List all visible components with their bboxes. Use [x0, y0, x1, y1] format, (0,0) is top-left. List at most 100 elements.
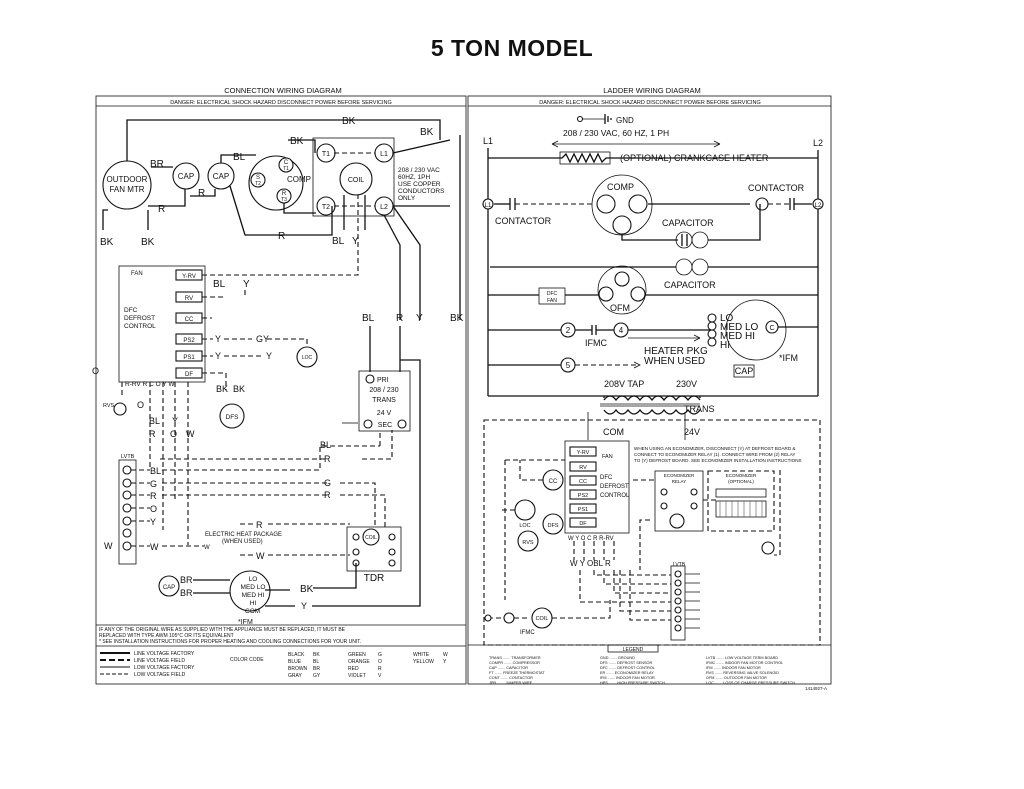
comp-term-t2: T2 — [255, 181, 261, 187]
supply-line-4: CONDUCTORS — [398, 188, 445, 195]
ladder-dfc-cc: CC — [579, 479, 587, 485]
ifm-motor — [229, 570, 271, 612]
color-green: GREEN — [348, 652, 366, 658]
color-v: V — [378, 673, 382, 679]
com-label: COM — [603, 427, 624, 437]
dfc-label-1: DFC — [124, 307, 138, 314]
ladder-ifm-cap: CAP — [735, 366, 754, 376]
wire-r-field-2: R — [324, 454, 331, 464]
ladder-supply: 208 / 230 VAC, 60 HZ, 1 PH — [563, 128, 669, 138]
wire-r-comp: R — [278, 231, 285, 242]
wire-y-dfc-2: Y — [172, 416, 178, 426]
dfc-term-yrv: Y-RV — [182, 274, 196, 280]
wire-y-ps1: Y — [215, 351, 221, 361]
legend-r-3-0: FT ....... FREEZE THERMOSTAT — [489, 671, 545, 675]
ladder-ifm-lo: LO — [720, 313, 734, 324]
part-number: 1414927-A — [805, 686, 827, 691]
contactor-coil — [339, 162, 373, 196]
legend-r-1-0: COMPR ....... COMPRESSOR — [489, 661, 540, 665]
comp-term-r: R — [282, 191, 287, 197]
legend-r-5-0: JPR ....... JUMPER WIRE — [489, 681, 533, 685]
ifm-node-4: 4 — [619, 326, 624, 335]
comp-term-c: C — [284, 160, 289, 166]
dfc-fan-label-2: FAN — [547, 298, 557, 304]
econ-relay-1: ECONOMIZER — [664, 473, 695, 478]
ladder-dfc-bottom: W Y O C R R-RV — [568, 536, 614, 542]
lvtb-r: R — [150, 491, 157, 501]
tdr-relay — [346, 526, 402, 572]
wire-r-cap: R — [198, 188, 205, 199]
legend-r-5-1: HPS ....... HIGH PRESSURE SWITCH — [600, 681, 665, 685]
comp-term-t1: T1 — [283, 166, 289, 172]
ladder-loc — [514, 499, 536, 521]
contactor-t1: T1 — [322, 151, 330, 158]
color-yellow: YELLOW — [413, 659, 434, 665]
capacitor-2-label: CAPACITOR — [664, 280, 716, 290]
wire-bl-dfc: BL — [213, 279, 226, 290]
connection-heading: CONNECTION WIRING DIAGRAM — [224, 86, 342, 95]
ladder-ifm-c: C — [769, 325, 774, 332]
cap-1 — [172, 162, 200, 190]
crankcase-label: (OPTIONAL) CRANKCASE HEATER — [620, 153, 769, 163]
wire-w-ehp: W — [256, 551, 265, 561]
legend-line-2: LINE VOLTAGE FIELD — [134, 658, 185, 664]
color-red: RED — [348, 666, 359, 672]
wire-bl-dfc-2: BL — [149, 416, 160, 426]
contactor-coil-label: COIL — [348, 177, 364, 184]
econ-relay-box — [654, 470, 704, 532]
ladder-dfc-board — [564, 440, 630, 534]
lvtb-label: LVTB — [121, 454, 135, 460]
loc-switch — [296, 346, 318, 368]
trans-sec: SEC — [378, 422, 392, 429]
comp-label: COMP — [287, 175, 311, 184]
ifm-lo: LO — [249, 576, 258, 583]
ladder-dfs-label: DFS — [548, 523, 559, 529]
trans-label: TRANS — [372, 397, 396, 404]
econ-note-1: WHEN USING AN ECONOMIZER, DISCONNECT (Y)… — [634, 446, 795, 451]
note-3: * SEE INSTALLATION INSTRUCTIONS FOR PROP… — [99, 639, 361, 645]
ladder-wiring-panel: LADDER WIRING DIAGRAM DANGER: ELECTRICAL… — [467, 86, 832, 691]
wire-w-lvtb: W — [204, 545, 210, 551]
econ-relay-2: RELAY — [672, 479, 686, 484]
color-white: WHITE — [413, 652, 430, 658]
lvtb-w-field: W — [104, 541, 113, 551]
wire-br-ifm-1: BR — [180, 575, 193, 585]
wire-bk-left-2: BK — [141, 237, 155, 248]
ladder-l1-node: L1 — [485, 203, 492, 209]
color-br: BR — [313, 666, 320, 672]
cap-1-label: CAP — [178, 172, 194, 181]
dfc-board — [118, 265, 206, 383]
tdr-coil: COIL — [365, 535, 377, 541]
legend-r-3-1: ER ....... ECONOMIZER RELAY — [600, 671, 654, 675]
ifm-hi: HI — [250, 600, 257, 607]
gnd-label: GND — [616, 116, 634, 125]
legend-r-2-0: CAP ....... CAPACITOR — [489, 666, 528, 670]
ladder-lvtb — [670, 565, 686, 641]
wire-o-rvs-2: O — [137, 400, 144, 410]
trans-24v: 24 V — [377, 410, 392, 417]
dfc-fan-label-1: DFC — [547, 291, 558, 297]
wire-y-coil: Y — [352, 236, 359, 247]
ladder-dfc-yrv: Y-RV — [577, 450, 590, 456]
legend-r-2-2: IFM ....... INDOOR FAN MOTOR — [706, 666, 761, 670]
wire-o-dfc-2: O — [170, 429, 177, 439]
lvtb-bl: BL — [150, 466, 161, 476]
wire-bk-ifm: BK — [300, 584, 314, 595]
wire-w-dfc-2: W — [186, 429, 195, 439]
ladder-dfc-label-2: DEFROST — [600, 484, 629, 490]
wire-r-trans: R — [396, 313, 403, 324]
legend-line-1: LINE VOLTAGE FACTORY — [134, 651, 195, 657]
tap-230: 230V — [676, 379, 697, 389]
legend-r-4-2: OFM ....... OUTDOOR FAN MOTOR — [706, 676, 767, 680]
ladder-dfc-rv: RV — [579, 465, 587, 471]
outdoor-fan-label-2: FAN MTR — [109, 185, 144, 194]
ladder-ifm-label: *IFM — [779, 353, 798, 363]
ladder-rvs-label: RVS — [522, 540, 534, 546]
trans-volts: 208 / 230 — [369, 387, 398, 394]
capacitor-1-label: CAPACITOR — [662, 218, 714, 228]
wire-bk-dfs-2: BK — [233, 384, 245, 394]
wire-y-ps2: Y — [215, 334, 221, 344]
wire-r-field: R — [324, 490, 331, 500]
ehp-label-1: ELECTRIC HEAT PACKAGE — [205, 532, 282, 538]
wire-r-ehp: R — [256, 520, 263, 530]
